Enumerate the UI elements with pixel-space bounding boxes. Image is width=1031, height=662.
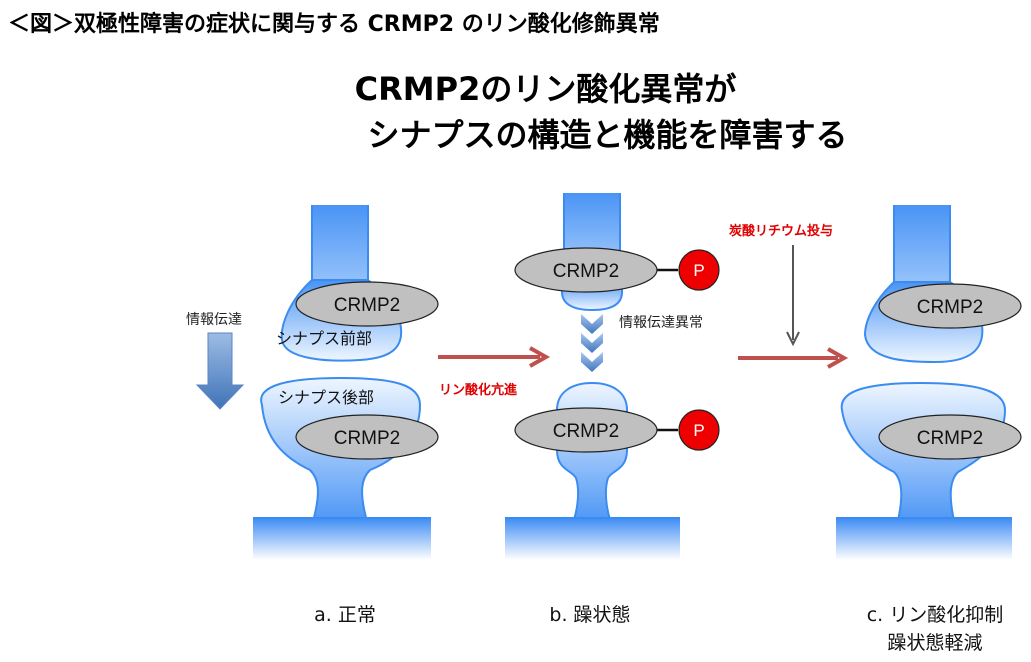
- panel-b-caption: b. 躁状態: [549, 604, 631, 626]
- postsynapse-label: シナプス後部: [278, 388, 375, 407]
- signal-arrow-icon: [195, 332, 245, 410]
- dendrite-b: [505, 518, 680, 560]
- panel-a: CRMP2 CRMP2: [195, 205, 439, 560]
- panel-c-caption: c. リン酸化抑制 躁状態軽減: [840, 601, 1030, 657]
- headline-line-2: シナプスの構造と機能を障害する: [367, 116, 848, 154]
- crmp2-label-a-pre: CRMP2: [334, 295, 401, 316]
- signal-abnormality-label: 情報伝達異常: [619, 315, 703, 331]
- crmp2-ellipse-c-post: [878, 414, 1022, 460]
- panel-c-caption-line-2: 躁状態軽減: [887, 632, 983, 654]
- headline-line-1: CRMP2のリン酸化異常が: [354, 70, 737, 108]
- postsynapse-b: [556, 381, 628, 526]
- transition-arrow-ab: [438, 346, 551, 368]
- crmp2-label-b-post: CRMP2: [553, 421, 620, 442]
- crmp2-ellipse-c-pre: [878, 283, 1022, 329]
- phosphate-label-b-pre: P: [693, 261, 704, 280]
- signal-transmission-label: 情報伝達: [186, 312, 242, 328]
- panel-a-caption: a. 正常: [314, 604, 376, 626]
- crmp2-label-a-post: CRMP2: [334, 428, 401, 449]
- dendrite-a: [253, 518, 431, 560]
- panel-c-caption-line-1: c. リン酸化抑制: [866, 604, 1004, 626]
- figure-caption: ＜図＞双極性障害の症状に関与する CRMP2 のリン酸化修飾異常: [8, 12, 660, 37]
- crmp2-label-b-pre: CRMP2: [553, 261, 620, 282]
- phosphate-label-b-post: P: [693, 421, 704, 440]
- transition-arrow-bc: [738, 245, 849, 369]
- crmp2-label-c-post: CRMP2: [917, 428, 984, 449]
- crmp2-label-c-pre: CRMP2: [917, 297, 984, 318]
- crmp2-ellipse-b-post: [514, 407, 658, 453]
- panel-c: CRMP2 CRMP2: [836, 205, 1022, 560]
- phosphorylation-increase-label: リン酸化亢進: [439, 383, 518, 398]
- panel-b: CRMP2 P CRMP2 P: [505, 193, 720, 560]
- presynapse-label: シナプス前部: [276, 329, 373, 348]
- dendrite-c: [836, 518, 1012, 560]
- disrupted-signal-chevrons-icon: [581, 314, 603, 372]
- phosphate-circle-b-post: [678, 409, 720, 451]
- crmp2-ellipse-a-pre: [295, 281, 439, 327]
- phosphate-circle-b-pre: [678, 249, 720, 291]
- crmp2-ellipse-b-pre: [514, 247, 658, 293]
- crmp2-ellipse-a-post: [295, 414, 439, 460]
- axon-a: [312, 205, 368, 290]
- headline: CRMP2のリン酸化異常が シナプスの構造と機能を障害する: [0, 66, 1031, 158]
- lithium-administration-label: 炭酸リチウム投与: [729, 224, 834, 239]
- axon-c: [894, 205, 950, 290]
